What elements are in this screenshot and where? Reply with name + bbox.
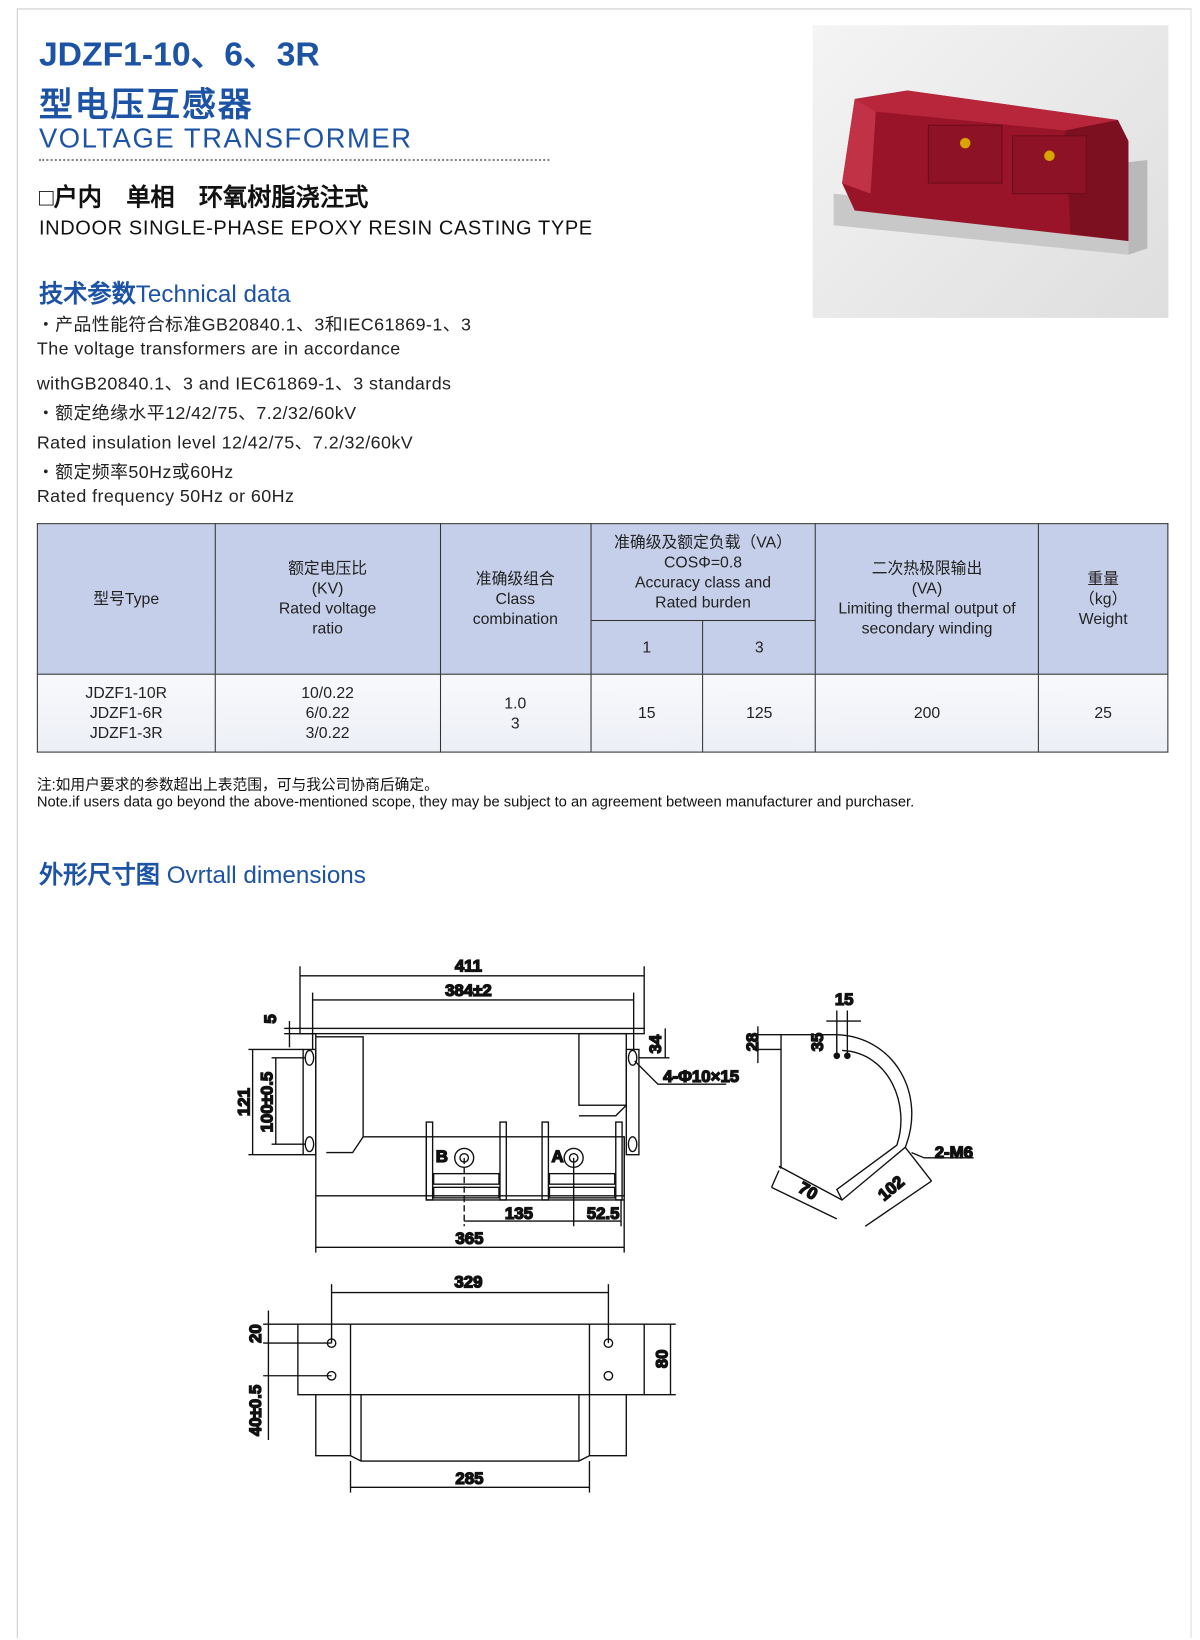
front-view: 411 384±2 5 121 100±0.5 34 4-Φ10×15 135 …	[234, 956, 740, 1253]
header-type: 型号Type	[36, 523, 216, 675]
dim-28: 28	[743, 1033, 762, 1052]
dim-15: 15	[835, 990, 854, 1009]
terminal-b-label: B	[436, 1147, 448, 1166]
dim-285: 285	[455, 1469, 483, 1488]
title-en: VOLTAGE TRANSFORMER	[38, 122, 413, 154]
side-view: 15 28 35 2-M6 70 102	[742, 990, 974, 1227]
tech-line: Rated insulation level 12/42/75、7.2/32/6…	[36, 432, 414, 453]
header-burden-1: 1	[589, 619, 704, 675]
tech-line: Rated frequency 50Hz or 60Hz	[36, 486, 295, 507]
dim-5: 5	[261, 1014, 280, 1023]
dim-holes: 4-Φ10×15	[663, 1067, 739, 1086]
product-photo	[812, 25, 1169, 318]
dim-100: 100±0.5	[258, 1072, 277, 1133]
top-view: 329 20 40±0.5 80 285	[245, 1272, 676, 1493]
dimensions-heading: 外形尺寸图 Ovrtall dimensions	[38, 861, 366, 889]
dim-40: 40±0.5	[246, 1385, 265, 1436]
cell-burden-3: 125	[702, 673, 817, 753]
dim-80: 80	[652, 1350, 671, 1369]
page-frame	[16, 8, 1192, 1638]
tech-line: ・额定绝缘水平12/42/75、7.2/32/60kV	[36, 403, 357, 424]
title-cn: 型电压互感器	[38, 85, 254, 124]
dim-34: 34	[646, 1034, 665, 1053]
tech-line: The voltage transformers are in accordan…	[36, 338, 401, 359]
terminal-a-label: A	[552, 1147, 564, 1166]
dim-384: 384±2	[445, 981, 492, 1000]
dim-121: 121	[234, 1088, 253, 1116]
dim-52-5: 52.5	[587, 1204, 620, 1223]
dim-20: 20	[246, 1324, 265, 1343]
header-burden-3: 3	[702, 619, 817, 675]
type-cn: □户内 单相 环氧树脂浇注式	[38, 183, 369, 211]
dotted-divider	[38, 158, 550, 162]
cell-weight: 25	[1037, 673, 1169, 753]
cell-thermal: 200	[815, 673, 1039, 753]
dim-365: 365	[455, 1229, 483, 1248]
tech-line: ・额定频率50Hz或60Hz	[36, 462, 234, 483]
type-en: INDOOR SINGLE-PHASE EPOXY RESIN CASTING …	[38, 217, 593, 240]
cell-burden-1: 15	[589, 673, 704, 753]
dim-2-m6: 2-M6	[935, 1143, 973, 1162]
dim-35: 35	[808, 1033, 827, 1052]
tech-line: withGB20840.1、3 and IEC61869-1、3 standar…	[36, 373, 452, 394]
note-cn: 注:如用户要求的参数超出上表范围，可与我公司协商后确定。	[36, 775, 439, 793]
tech-line: ・产品性能符合标准GB20840.1、3和IEC61869-1、3	[36, 314, 472, 335]
model-title: JDZF1-10、6、3R	[38, 34, 320, 73]
dim-411: 411	[455, 957, 482, 976]
note-en: Note.if users data go beyond the above-m…	[36, 792, 915, 810]
technical-heading: 技术参数Technical data	[38, 279, 291, 308]
dim-329: 329	[454, 1272, 482, 1291]
dim-135: 135	[505, 1204, 533, 1223]
